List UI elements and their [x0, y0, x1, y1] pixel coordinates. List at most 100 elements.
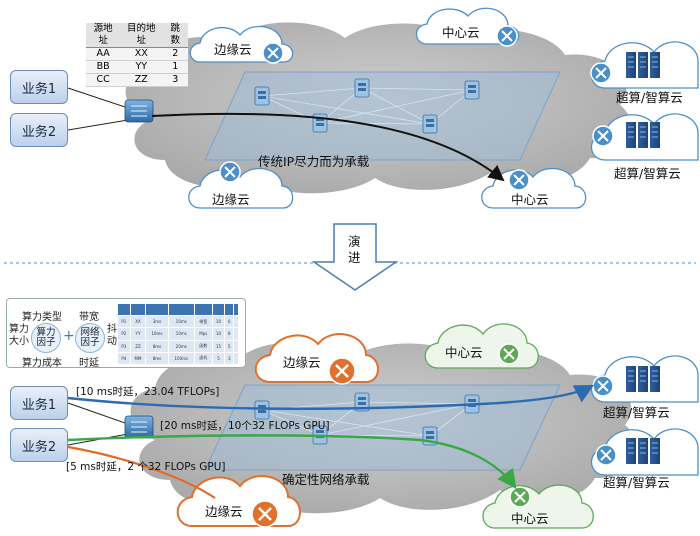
table-cell: 10ms — [167, 327, 196, 341]
table-cell: XX — [120, 47, 163, 61]
table-cell — [233, 339, 239, 353]
mini-table-header — [145, 303, 169, 316]
business-1-box: 业务1 — [10, 70, 68, 104]
mini-table-header — [224, 303, 235, 316]
table-cell: 带宽 — [194, 314, 213, 329]
center-node-icon — [498, 343, 520, 365]
top-super-cloud-label-2: 超算/智算云 — [614, 166, 681, 181]
compute-node-icon — [592, 125, 614, 147]
table-cell: AA — [86, 47, 121, 61]
bottom-edge-cloud-1 — [254, 333, 379, 386]
bottom-edge-cloud-label: 边缘云 — [283, 355, 321, 370]
table-cell: 10ms — [167, 314, 196, 329]
top-edge-cloud-label: 边缘云 — [214, 42, 252, 57]
factor-type: 算力类型 — [22, 312, 62, 323]
factor-bandwidth: 带宽 — [79, 312, 99, 323]
evolve-char-2: 进 — [348, 250, 361, 265]
business-1-box: 业务1 — [10, 386, 68, 420]
server-rack-icon — [625, 121, 661, 149]
table-cell: MM — [129, 351, 147, 366]
top-super-cloud-2 — [590, 113, 699, 161]
top-edge-cloud-label-2: 边缘云 — [212, 192, 250, 207]
route-table-header: 目的地址 — [120, 23, 163, 48]
mini-table-header — [129, 303, 147, 316]
table-row: AA XX 2 — [86, 47, 188, 61]
bottom-router — [124, 415, 154, 439]
table-cell: P1 — [117, 314, 131, 329]
top-besteffort-path — [151, 112, 505, 182]
route-table: 源地址 目的地址 跳数 AA XX 2 BB YY 1 CC ZZ 3 — [86, 23, 188, 87]
edge-node-icon — [250, 499, 280, 529]
blue-path-note: [10 ms时延，23.04 TFLOPs] — [76, 386, 220, 398]
network-device-icon — [464, 80, 480, 100]
bottom-edge-cloud-label-2: 边缘云 — [205, 504, 243, 519]
bottom-center-cloud-label-2: 中心云 — [511, 511, 549, 526]
network-device-icon — [254, 400, 270, 420]
table-cell: YY — [120, 60, 163, 74]
route-table-header: 跳数 — [162, 23, 188, 48]
table-cell: 10ms — [145, 327, 169, 341]
bottom-center-cloud-1 — [424, 323, 539, 369]
compute-factor-circle: 算力因子 — [31, 323, 61, 353]
table-cell: 3ms — [145, 314, 169, 329]
table-cell — [233, 351, 239, 366]
network-device-icon — [254, 86, 270, 106]
table-cell: 2 — [162, 47, 188, 61]
mini-table-header — [233, 303, 239, 316]
server-rack-icon — [625, 365, 661, 393]
mini-table-header — [117, 303, 131, 316]
evolve-char-1: 演 — [348, 234, 361, 249]
server-rack-icon — [625, 437, 661, 465]
edge-node-icon — [262, 42, 284, 64]
table-row: BB YY 1 — [86, 60, 188, 74]
top-super-cloud-1 — [590, 41, 699, 89]
bottom-super-cloud-2 — [590, 428, 699, 476]
table-cell: 3 — [162, 73, 188, 87]
table-cell: 15 — [211, 339, 226, 353]
table-cell: 1 — [162, 60, 188, 74]
table-row: CC ZZ 3 — [86, 73, 188, 87]
green-path — [67, 434, 517, 489]
top-edge-cloud-1 — [189, 26, 294, 64]
table-cell — [233, 327, 239, 341]
table-cell: 6 — [224, 314, 235, 329]
table-cell: 3 — [224, 351, 235, 366]
table-cell: ZZ — [129, 339, 147, 353]
table-cell: 20ms — [167, 339, 196, 353]
network-device-icon — [354, 78, 370, 98]
bottom-super-cloud-label: 超算/智算云 — [603, 405, 670, 420]
evolve-arrow — [311, 223, 399, 291]
table-cell: 100ms — [167, 351, 196, 366]
table-cell: BB — [86, 60, 121, 74]
top-router — [124, 99, 154, 123]
table-cell: 虚机 — [194, 351, 213, 366]
business-2-box: 业务2 — [10, 428, 68, 462]
blue-path — [67, 384, 595, 410]
bottom-bearer-label: 确定性网络承载 — [282, 472, 370, 487]
network-factor-circle: 网络因子 — [75, 323, 105, 353]
center-node-icon — [496, 25, 518, 47]
table-cell: P4 — [117, 351, 131, 366]
mini-table-header — [211, 303, 226, 316]
table-cell: XX — [129, 314, 147, 329]
table-cell: P3 — [117, 339, 131, 353]
table-cell: 8 — [224, 327, 235, 341]
factor-cost: 算力成本 — [22, 358, 62, 369]
table-cell: 10 — [211, 314, 226, 329]
center-node-icon — [508, 169, 530, 191]
factor-size: 算力大小 — [9, 324, 29, 347]
table-cell: 8ms — [145, 351, 169, 366]
top-super-cloud-label: 超算/智算云 — [616, 90, 683, 105]
mini-table-header — [194, 303, 213, 316]
table-cell: 10 — [211, 327, 226, 341]
table-cell — [233, 314, 239, 329]
bottom-center-cloud-label: 中心云 — [445, 345, 483, 360]
orange-path — [67, 445, 216, 499]
green-path-note: [20 ms时延，10个32 FLOPs GPU] — [160, 420, 330, 432]
edge-node-icon — [219, 161, 241, 183]
mini-table-header — [167, 303, 196, 316]
center-node-icon — [509, 486, 531, 508]
